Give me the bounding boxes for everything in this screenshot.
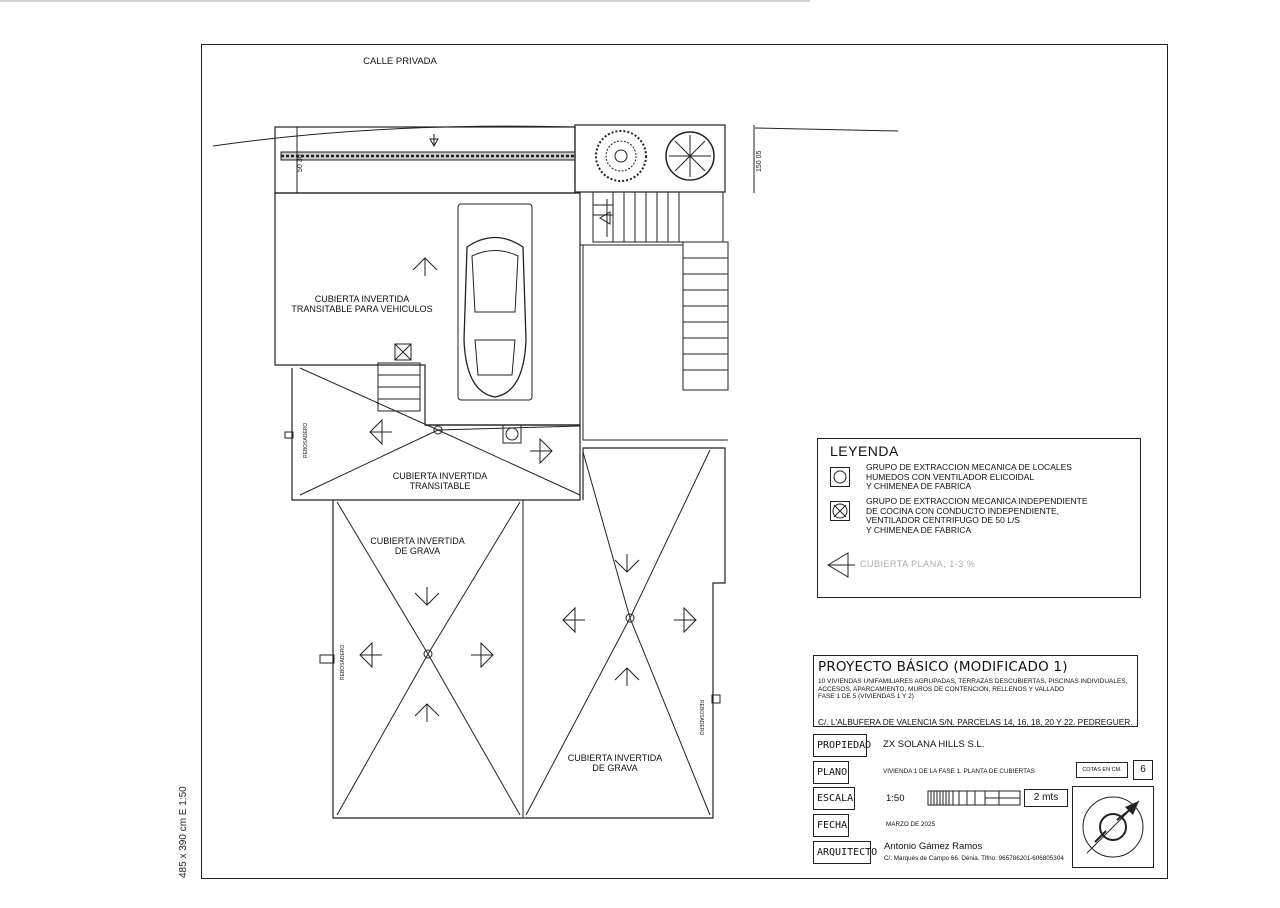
project-description: 10 VIVIENDAS UNIFAMILIARES AGRUPADAS, TE… (818, 678, 1128, 700)
tree-symbol-1-core (614, 149, 628, 163)
propiedad-value: ZX SOLANA HILLS S.L. (883, 739, 985, 750)
overflow-label-2: REBOSADERO (340, 645, 346, 680)
legend-symbol-kitchen-extractor (830, 501, 850, 521)
legend-item-1: GRUPO DE EXTRACCION MECANICA DE LOCALES … (866, 462, 1072, 491)
legend-item-2: GRUPO DE EXTRACCION MECANICA INDEPENDIEN… (866, 496, 1088, 535)
drawing-sheet-frame (201, 44, 1168, 879)
stair-side-treads (683, 257, 728, 371)
transitable-outline (291, 368, 581, 501)
tree-symbol-2-branches (669, 135, 711, 177)
dim-right-text: 150 05 (756, 150, 763, 172)
escala-label: ESCALA (813, 787, 855, 810)
north-compass (1072, 786, 1154, 868)
tree-symbol-1 (595, 130, 647, 182)
arquitecto-label: ARQUITECTO (813, 841, 877, 864)
plano-label: PLANO (813, 761, 849, 784)
drain-point-2 (423, 649, 433, 659)
fecha-value: MARZO DE 2025 (886, 821, 935, 828)
zone-gravel-2-label: CUBIERTA INVERTIDA DE GRAVA (567, 753, 663, 773)
legend-symbol-bath-extractor (830, 467, 850, 487)
compass-icon (1082, 796, 1144, 858)
extractor-kitchen-1 (394, 343, 412, 361)
stair-side (682, 241, 729, 391)
parking-bay (457, 203, 533, 401)
escala-value: 1:50 (886, 793, 905, 804)
overflow-2 (319, 654, 335, 664)
street-edge-left (212, 125, 576, 147)
extractor-bath-1 (502, 424, 522, 444)
project-address: C/. L'ALBUFERA DE VALENCIA S/N. PARCELAS… (818, 717, 1133, 727)
tree-symbol-1-inner (605, 140, 637, 172)
street-edge-right (754, 127, 899, 132)
arquitecto-contact: C/. Marqués de Campo 66. Dénia. Tlfno: 9… (884, 855, 1064, 862)
scale-bar-label: 2 mts (1024, 789, 1068, 807)
title-block: PROYECTO BÁSICO (MODIFICADO 1) 10 VIVIEN… (813, 655, 1138, 727)
drain-point-1 (433, 425, 443, 435)
gravel-roof-2-slopes (525, 449, 711, 816)
extractor-bath-1-circle (505, 427, 519, 441)
legend-box: LEYENDA GRUPO DE EXTRACCION MECANICA DE … (817, 438, 1141, 598)
project-title: PROYECTO BÁSICO (MODIFICADO 1) (818, 659, 1068, 675)
car-body (463, 236, 527, 398)
gravel-roof-1-slopes (336, 501, 521, 816)
zone-transitable-label: CUBIERTA INVERTIDA TRANSITABLE (392, 471, 488, 491)
plano-value: VIVIENDA 1 DE LA FASE 1. PLANTA DE CUBIE… (883, 768, 1035, 775)
street-label: CALLE PRIVADA (363, 56, 437, 67)
legend-title: LEYENDA (830, 443, 899, 459)
drain-point-3 (625, 613, 635, 623)
car-rear-window (474, 339, 516, 376)
slope-arrows (359, 257, 697, 722)
overflow-1 (284, 431, 294, 439)
sheet-number: 6 (1133, 760, 1153, 780)
transitable-slopes (299, 367, 581, 496)
car-windshield (471, 250, 519, 313)
propiedad-label: PROPIEDAD (813, 734, 871, 757)
zone-gravel-1-label: CUBIERTA INVERTIDA DE GRAVA (370, 536, 465, 556)
dim-left-text: 50 30 (297, 154, 304, 172)
patio-outline (580, 244, 728, 441)
fecha-label: FECHA (813, 814, 849, 837)
legend-item-3: CUBIERTA PLANA, 1-3 % (860, 559, 976, 569)
stair-top (592, 191, 724, 243)
tree-symbol-2 (665, 131, 715, 181)
drain-arrow-top (429, 134, 439, 148)
small-stair-treads (378, 374, 420, 400)
stair-treads (612, 192, 680, 242)
overflow-label-1: REBOSADERO (303, 423, 309, 458)
zone-vehicles-label: CUBIERTA INVERTIDA TRANSITABLE PARA VEHI… (291, 294, 433, 314)
arquitecto-name: Antonio Gámez Ramos (884, 841, 983, 852)
gravel-roof-outline (332, 447, 726, 819)
extractor-kitchen-1-cross (394, 343, 412, 361)
overflow-3 (711, 694, 721, 704)
scale-bar (927, 790, 1021, 806)
cotas-label: COTAS EN CM. (1076, 762, 1128, 778)
stair-arrowhead (599, 211, 611, 225)
legend-slope-arrow (827, 552, 855, 578)
overflow-label-3: REBOSADERO (698, 700, 704, 735)
